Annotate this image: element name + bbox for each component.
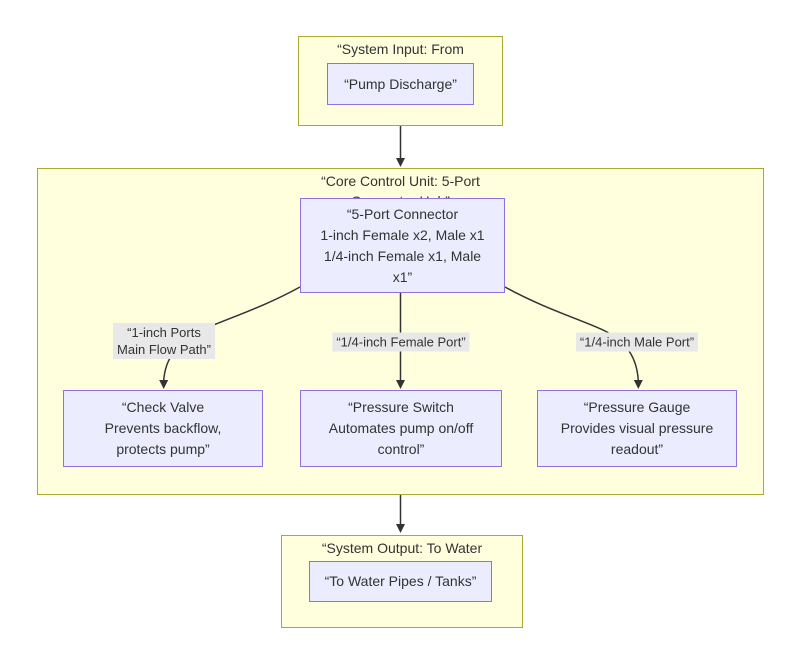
arrowhead-icon [396, 380, 405, 389]
node-text-line: x1” [392, 268, 413, 285]
arrowhead-icon [396, 524, 405, 533]
edge-input-to-core [396, 126, 405, 167]
node-pressure-switch: “Pressure Switch Automates pump on/off c… [300, 390, 502, 467]
node-text-line: control” [377, 441, 425, 457]
node-to-water-pipes-tanks: “To Water Pipes / Tanks” [309, 561, 492, 602]
edge-label-line: “1-inch Ports [127, 325, 201, 340]
arrowhead-icon [633, 380, 643, 389]
node-5-port-connector: “5-Port Connector 1-inch Female x2, Male… [300, 198, 505, 293]
node-text-line: Automates pump on/off [328, 420, 474, 436]
node-text-line: “Check Valve [121, 399, 205, 415]
node-text-line: 1-inch Female x2, Male x1 [320, 226, 485, 243]
node-text-line: Provides visual pressure [560, 420, 714, 436]
node-text-line: “To Water Pipes / Tanks” [324, 573, 477, 589]
edge-label-line: “1/4-inch Female Port” [336, 334, 466, 350]
node-text-line: protects pump” [116, 441, 210, 457]
node-text-line: Prevents backflow, [104, 420, 222, 436]
subgraph-title-line: “System Output: To Water [321, 540, 483, 556]
node-text-line: 1/4-inch Female x1, Male [323, 247, 482, 264]
node-pump-discharge: “Pump Discharge” [327, 63, 474, 105]
node-text-line: “Pressure Switch [348, 399, 454, 415]
subgraph-title-line: “Core Control Unit: 5-Port [321, 173, 480, 189]
edge-label-quarter-inch-male-port: “1/4-inch Male Port” [575, 332, 699, 352]
arrowhead-icon [159, 380, 169, 389]
node-pressure-gauge: “Pressure Gauge Provides visual pressure… [537, 390, 737, 467]
arrowhead-icon [396, 158, 405, 167]
edge-connector-to-pressure-gauge [504, 286, 643, 389]
node-text-line: “Pump Discharge” [344, 75, 457, 92]
node-text-line: “Pressure Gauge [583, 399, 691, 415]
node-text-line: “5-Port Connector [346, 205, 459, 222]
node-check-valve: “Check Valve Prevents backflow, protects… [63, 390, 263, 467]
subgraph-title-line: “System Input: From [337, 41, 464, 57]
edge-label-1-inch-ports: “1-inch Ports Main Flow Path” [113, 323, 215, 359]
node-text-line: readout” [610, 441, 664, 457]
edge-label-quarter-inch-female-port: “1/4-inch Female Port” [332, 332, 470, 352]
edge-core-to-output [396, 495, 405, 533]
edge-label-line: “1/4-inch Male Port” [579, 334, 695, 350]
edge-label-line: Main Flow Path” [117, 342, 211, 357]
